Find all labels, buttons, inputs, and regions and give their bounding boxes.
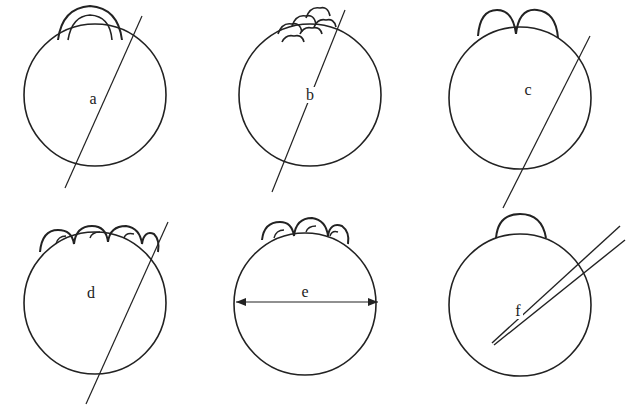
- forceps-arm: [494, 240, 625, 345]
- cut-line: [272, 10, 345, 192]
- figure-letter: d: [85, 285, 97, 301]
- arrowhead: [236, 298, 246, 306]
- circle-outline: [24, 232, 166, 374]
- circle-outline: [24, 24, 166, 166]
- circle-outline: [23, 231, 167, 375]
- circle-outline: [233, 232, 377, 376]
- embryo-circle: c: [448, 26, 592, 170]
- circle-outline: [239, 24, 381, 166]
- figure-letter: c: [522, 82, 533, 98]
- figure-letter: a: [87, 91, 98, 107]
- cut-line: [86, 222, 168, 404]
- embryo-circle: b: [238, 23, 382, 167]
- circle-outline: [449, 234, 591, 376]
- embryo-circle: e: [233, 232, 377, 376]
- embryo-circle: d: [23, 231, 167, 375]
- circle-outline: [449, 27, 591, 169]
- embryo-circle: f: [448, 233, 592, 377]
- figure-letter: f: [513, 303, 522, 319]
- embryo-circle: a: [23, 23, 167, 167]
- cap-outline: [58, 6, 122, 40]
- cut-line: [236, 301, 378, 302]
- circle-outline: [234, 233, 376, 375]
- cut-line: [65, 16, 142, 188]
- circle-outline: [448, 26, 592, 170]
- figure-letter: b: [304, 87, 316, 103]
- figure-letter: e: [299, 284, 310, 300]
- cut-line: [503, 36, 590, 208]
